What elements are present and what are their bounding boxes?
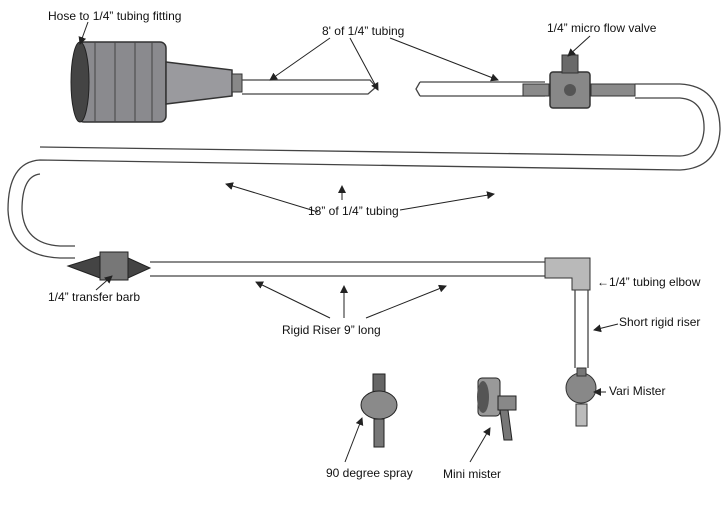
label-transfer-barb: 1/4” transfer barb — [48, 290, 141, 304]
label-tubing-18in: 18” of 1/4” tubing — [308, 204, 399, 218]
label-tubing-8ft: 8' of 1/4” tubing — [322, 24, 405, 38]
label-vari-mister: Vari Mister — [609, 384, 666, 398]
tubing-loop — [7, 83, 721, 259]
vari-mister — [565, 367, 597, 427]
mini-mister — [477, 377, 517, 441]
leader-arrows — [78, 21, 619, 463]
rigid-riser — [150, 261, 548, 277]
label-short-riser: Short rigid riser — [619, 315, 701, 329]
hose-fitting — [70, 41, 243, 123]
short-rigid-riser — [574, 290, 589, 368]
label-spray-90: 90 degree spray — [326, 466, 413, 480]
label-hose-fitting: Hose to 1/4” tubing fitting — [48, 9, 182, 23]
transfer-barb — [66, 251, 152, 281]
label-rigid-riser: Rigid Riser 9” long — [282, 323, 381, 337]
spray-90 — [360, 373, 398, 448]
tubing-8ft — [242, 79, 545, 97]
label-tubing-elbow: ←1/4” tubing elbow — [597, 275, 701, 289]
label-mini-mister: Mini mister — [443, 467, 502, 481]
tubing-elbow — [544, 257, 591, 291]
label-flow-valve: 1/4” micro flow valve — [547, 21, 657, 35]
